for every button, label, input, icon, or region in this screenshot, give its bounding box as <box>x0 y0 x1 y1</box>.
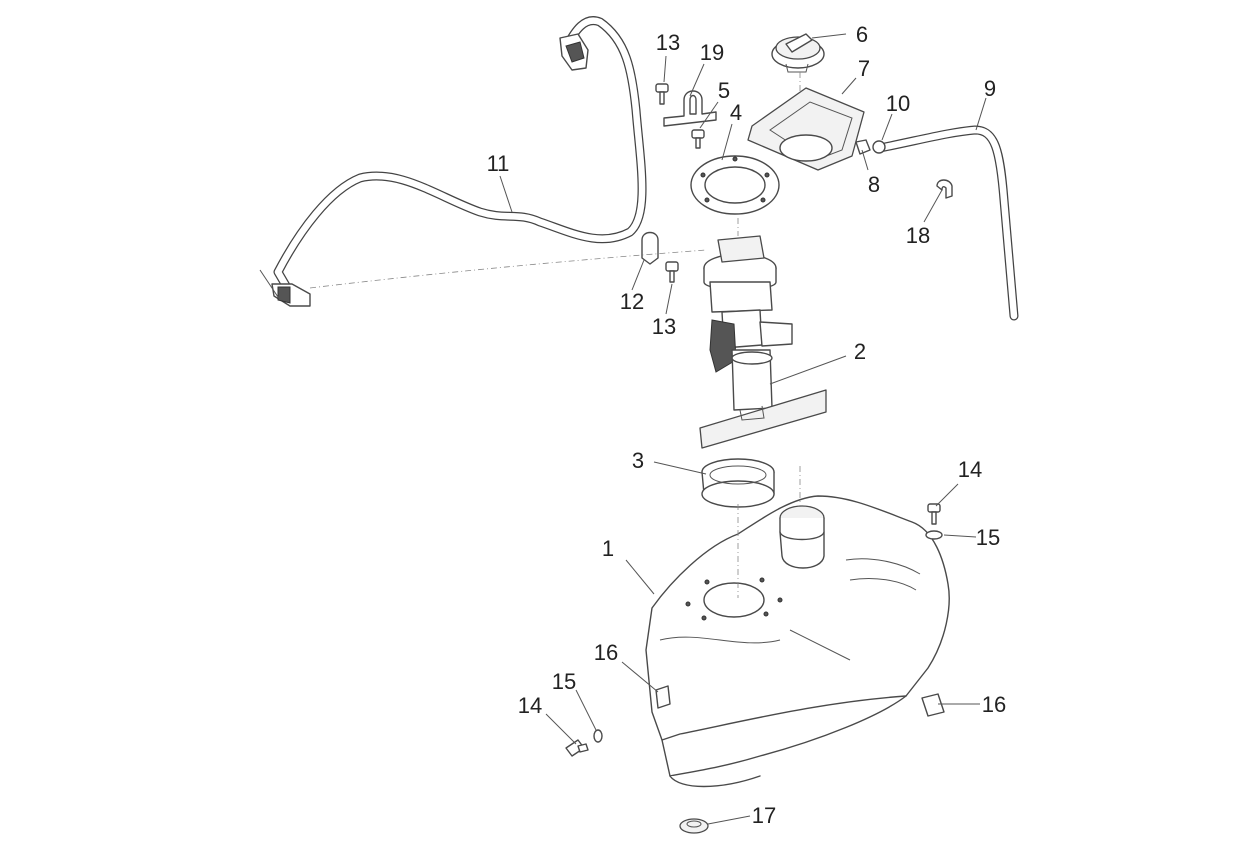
callout-8: 8 <box>868 172 880 197</box>
leader-lines <box>499 33 987 825</box>
callout-14-right: 14 <box>958 457 982 482</box>
callout-1: 1 <box>602 536 614 561</box>
callout-18: 18 <box>906 223 930 248</box>
callout-13-top: 13 <box>656 30 680 55</box>
vent-hose <box>259 16 647 307</box>
callout-16-right: 16 <box>982 692 1006 717</box>
callout-5: 5 <box>718 78 730 103</box>
hose-clip-right <box>936 179 953 199</box>
callout-16-left: 16 <box>594 640 618 665</box>
rubber-grommet <box>679 818 709 834</box>
bolt-left <box>565 739 589 757</box>
filler-cap <box>771 33 825 73</box>
filler-tray <box>747 87 865 171</box>
pump-mounting-ring <box>690 155 780 215</box>
callout-13-mid: 13 <box>652 314 676 339</box>
callout-15-left: 15 <box>552 669 576 694</box>
fuel-pump-assembly <box>699 235 827 449</box>
pump-seal-ring <box>701 458 775 508</box>
callout-9: 9 <box>984 76 996 101</box>
axis-vent <box>309 249 707 289</box>
fuel-tank <box>645 495 950 788</box>
washer-right <box>925 530 943 540</box>
callout-14-left: 14 <box>518 693 542 718</box>
speed-nut-right <box>921 693 945 717</box>
fuel-delivery-hose <box>875 125 1019 321</box>
speed-nut-left <box>655 685 671 709</box>
callout-4: 4 <box>730 100 742 125</box>
hose-fitting <box>855 139 886 155</box>
washer-left <box>593 729 603 743</box>
bolt-right <box>927 503 941 525</box>
screw-bracket <box>691 129 705 149</box>
screw-top <box>655 83 669 105</box>
callout-11: 11 <box>487 151 510 176</box>
callout-12: 12 <box>620 289 644 314</box>
hose-clip-left <box>641 231 659 265</box>
callout-19: 19 <box>700 40 724 65</box>
callout-10: 10 <box>886 91 910 116</box>
callout-2: 2 <box>854 339 866 364</box>
callout-3: 3 <box>632 448 644 473</box>
callout-15-right: 15 <box>976 525 1000 550</box>
callout-7: 7 <box>858 56 870 81</box>
hose-bracket <box>663 90 717 127</box>
callout-6: 6 <box>856 22 868 47</box>
callout-17: 17 <box>752 803 776 828</box>
screw-mid <box>665 261 679 283</box>
